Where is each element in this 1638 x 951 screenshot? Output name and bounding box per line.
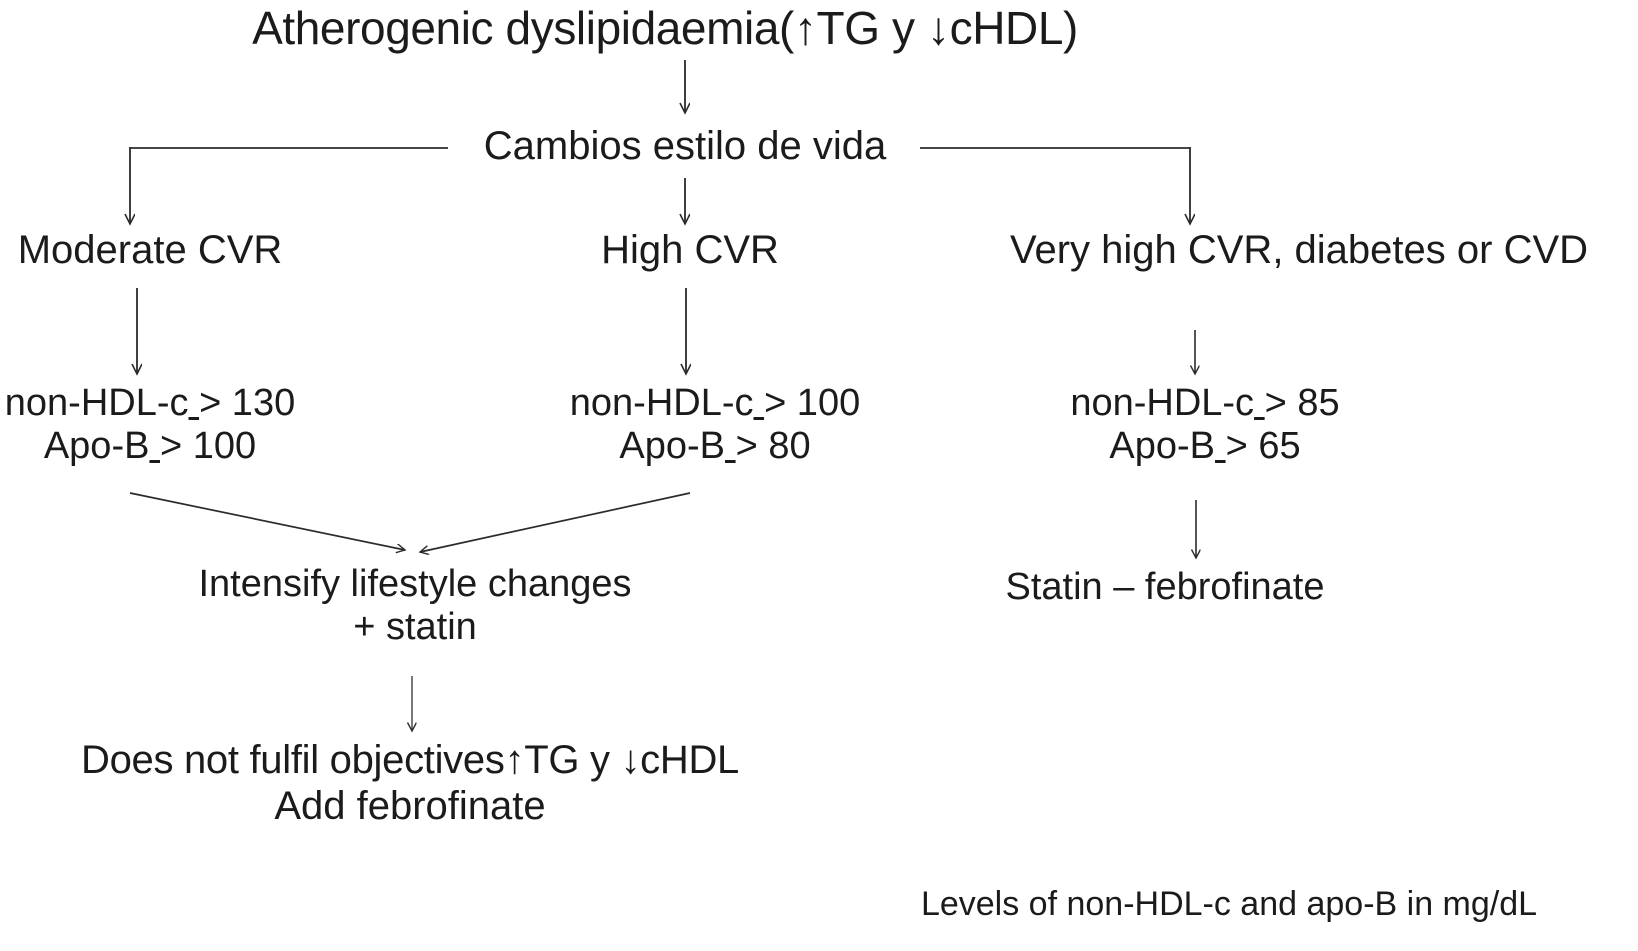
diagram-title: Atherogenic dyslipidaemia(↑TG y ↓cHDL) [252, 2, 1078, 54]
node-moderate-thresholds: non-HDL-c > 130 Apo-B > 100 [0, 382, 320, 469]
node-intensify-lifestyle: Intensify lifestyle changes + statin [140, 563, 690, 650]
intensify-line-2: + statin [353, 606, 477, 649]
high-apo-b-value: Apo-B > 80 [619, 425, 811, 468]
node-very-high-thresholds: non-HDL-c > 85 Apo-B > 65 [1010, 382, 1400, 469]
very-high-non-hdl-c-value: non-HDL-c > 85 [1070, 382, 1340, 424]
failure-line-1: Does not fulfil objectives↑TG y ↓cHDL [80, 738, 740, 782]
node-very-high-cvr: Very high CVR, diabetes or CVD [1009, 228, 1589, 272]
very-high-apo-b-value: Apo-B > 65 [1109, 425, 1301, 468]
diagram-footnote: Levels of non-HDL-c and apo-B in mg/dL [920, 885, 1538, 923]
node-high-cvr: High CVR [601, 228, 779, 272]
moderate-non-hdl-c-value: non-HDL-c > 130 [4, 382, 296, 424]
moderate-apo-b-value: Apo-B > 100 [43, 425, 257, 468]
edge-moderate-to-intensify [129, 492, 405, 550]
intensify-line-1: Intensify lifestyle changes [198, 563, 632, 605]
node-moderate-cvr: Moderate CVR [17, 228, 283, 272]
node-lifestyle-changes: Cambios estilo de vida [483, 124, 887, 168]
failure-line-2: Add febrofinate [274, 783, 546, 828]
high-non-hdl-c-value: non-HDL-c > 100 [569, 382, 861, 424]
node-treatment-failure: Does not fulfil objectives↑TG y ↓cHDL Ad… [10, 738, 810, 829]
node-statin-febrofinate: Statin – febrofinate [1005, 566, 1325, 608]
node-high-thresholds: non-HDL-c > 100 Apo-B > 80 [540, 382, 890, 469]
edge-high-to-intensify [420, 492, 691, 552]
